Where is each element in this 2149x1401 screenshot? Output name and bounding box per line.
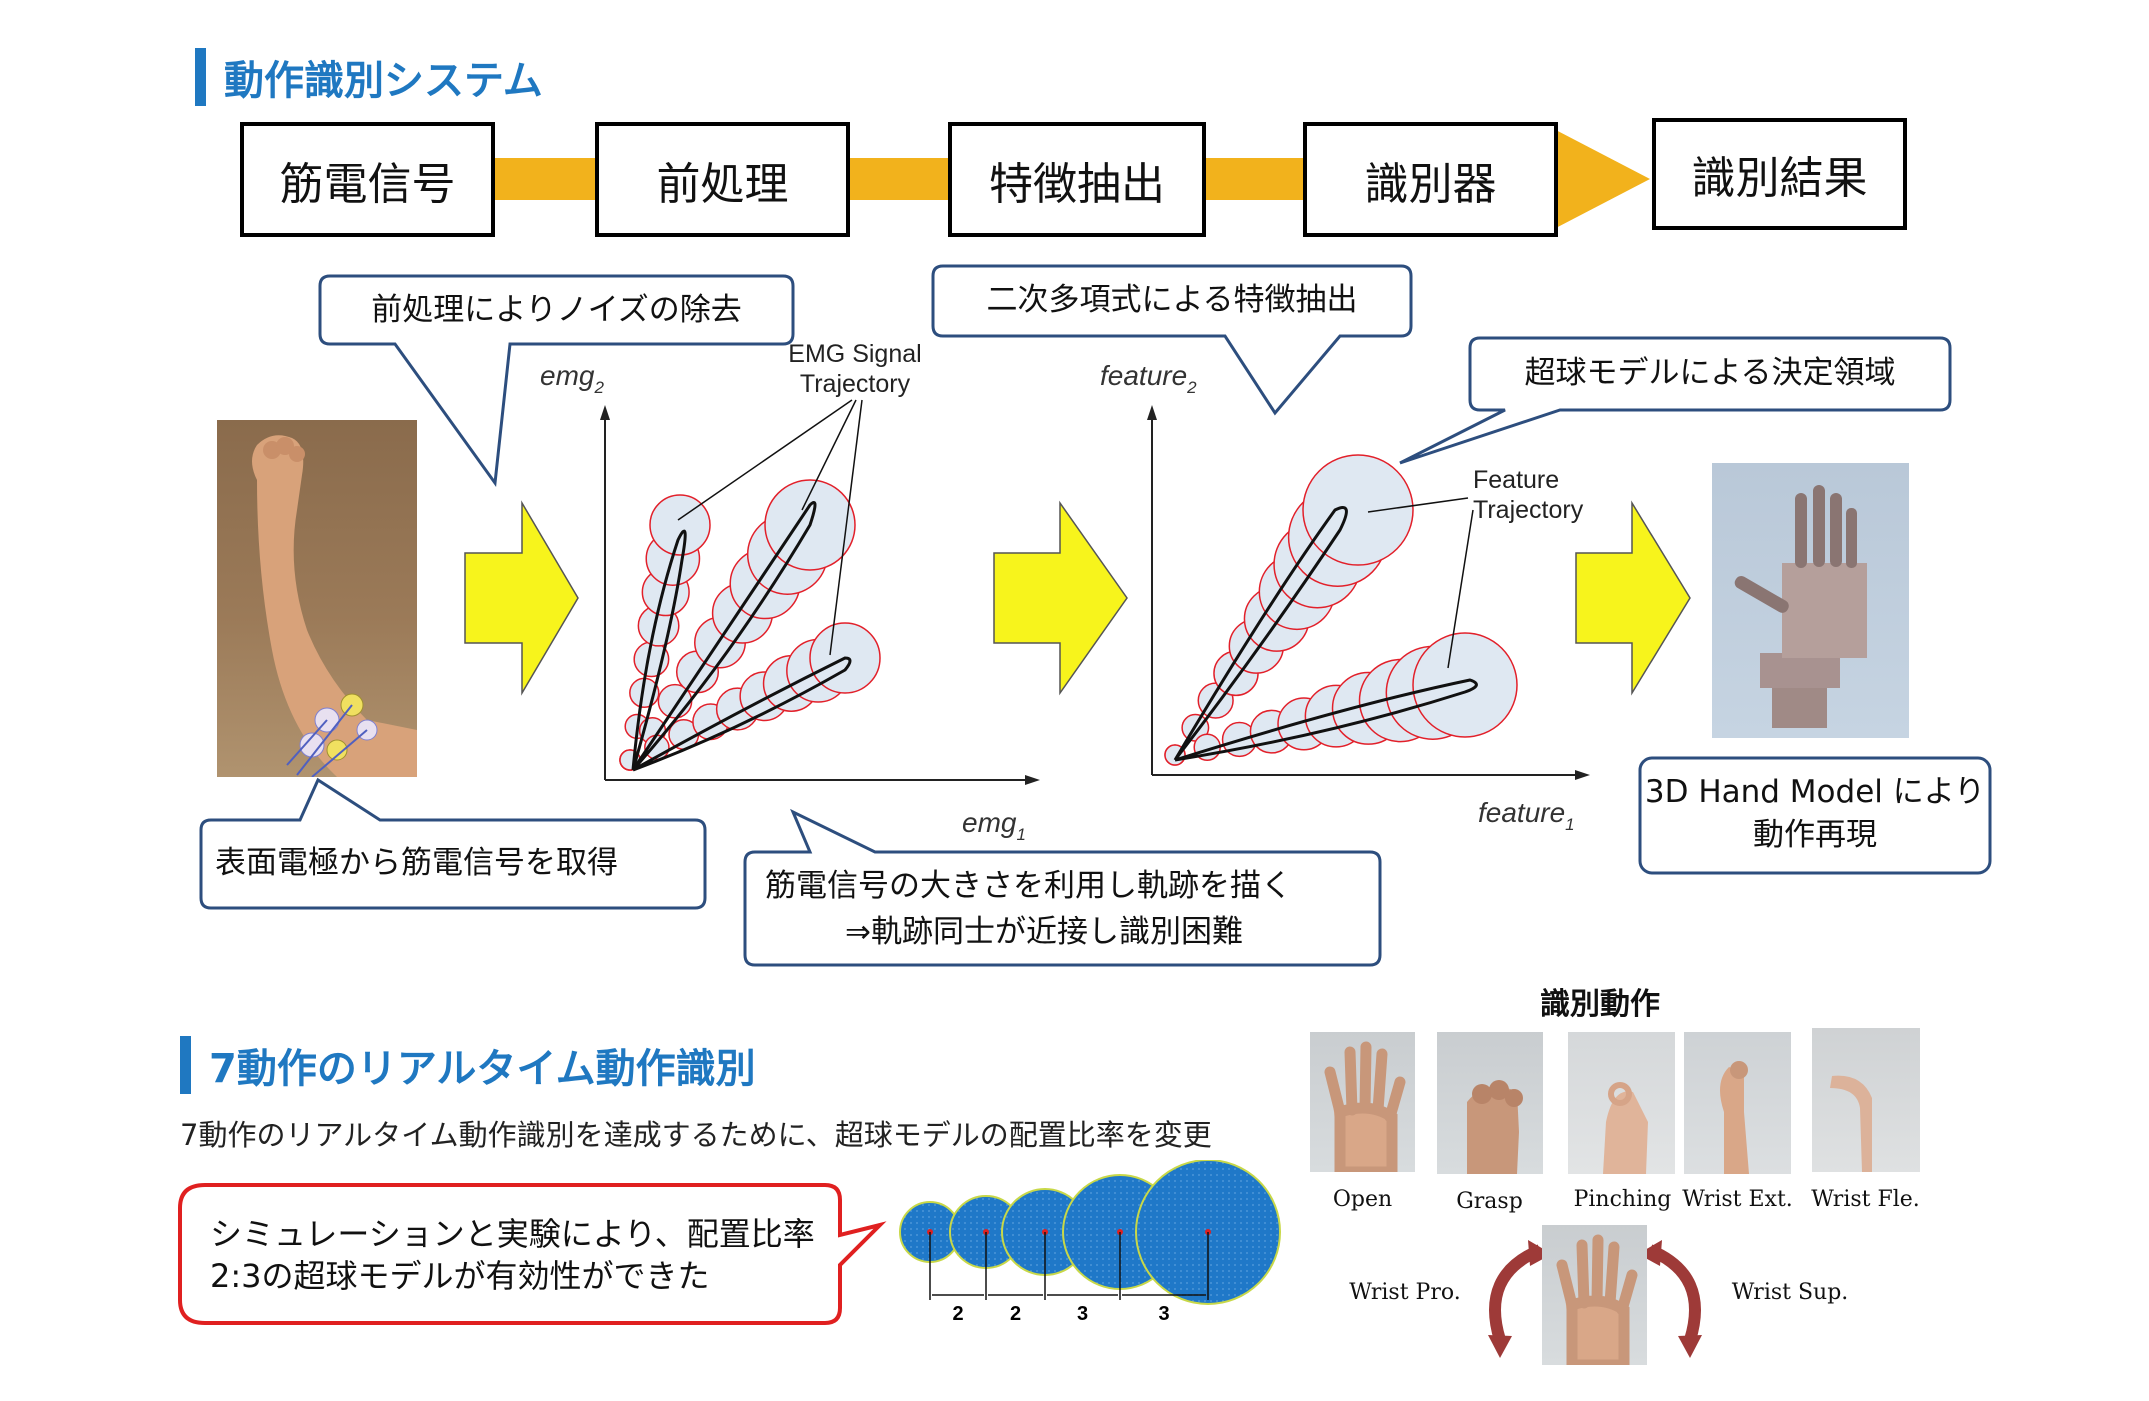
motion-photo-grasp: [1437, 1032, 1543, 1174]
feature-hyperspheres: [1164, 454, 1518, 766]
rotation-arrows: [1488, 1240, 1702, 1358]
ratio-dimensions: 2 2 3 3: [929, 1232, 1209, 1325]
feature-y-arrow: [1147, 405, 1157, 420]
motion-label-grasp: Grasp: [1456, 1189, 1523, 1214]
feature-xlabel: feature1: [1478, 797, 1575, 834]
ratio-sphere-diagram: 2 2 3 3: [899, 1160, 1281, 1325]
callout-preprocess-shape: [318, 274, 795, 488]
callout-hypersphere-shape: [1399, 336, 1952, 465]
feature-hypersphere: [1302, 454, 1414, 566]
big-arrow-1: [464, 500, 579, 696]
emg-ylabel: emg2: [540, 360, 604, 397]
motion-label-wrist-ext: Wrist Ext.: [1682, 1187, 1793, 1212]
motion-label-open: Open: [1332, 1187, 1393, 1212]
emg-annotation-leader: [801, 399, 857, 511]
callout-electrode: 表面電極から筋電信号を取得: [215, 845, 618, 881]
feature-annotation-leader: [1447, 509, 1474, 669]
callout-model-line2: 動作再現: [1753, 817, 1877, 853]
feature-x-arrow: [1575, 770, 1590, 780]
flow-step-classifier: 識別器: [1303, 122, 1558, 237]
result-callout-shape: [178, 1183, 887, 1325]
emg-hypersphere: [649, 494, 711, 556]
flow-step-label: 筋電信号: [279, 158, 456, 210]
callout-feature-shape: [931, 264, 1413, 416]
motion-label-wrist-fle: Wrist Fle.: [1811, 1187, 1920, 1212]
arm-electrode-photo: [217, 420, 417, 777]
feature-trajectory-1: [1173, 506, 1348, 761]
emg-trajectory-1: [631, 529, 687, 771]
callout-trajectory-line1: 筋電信号の大きさを利用し軌跡を描く: [765, 868, 1292, 904]
section-title-text: 7動作のリアルタイム動作識別: [209, 1046, 756, 1092]
big-arrow-3: [1575, 500, 1691, 696]
flow-step-preprocess: 前処理: [595, 122, 850, 237]
ratio-label: 2: [1010, 1303, 1021, 1325]
motion-photo-pinching: [1568, 1032, 1675, 1174]
feature-trajectory-plot: feature2 feature1 Feature Trajectory: [1100, 360, 1590, 834]
flow-step-label: 特徴抽出: [989, 158, 1165, 210]
flow-step-label: 識別器: [1364, 158, 1497, 210]
result-line2: 2:3の超球モデルが有効性ができた: [210, 1257, 710, 1295]
callout-model-shape: [1638, 756, 1992, 875]
motion-photo-wrist-ext: [1684, 1032, 1791, 1174]
feature-annotation-line1: Feature: [1473, 466, 1559, 494]
feature-ylabel: feature2: [1100, 360, 1197, 397]
emg-annotation-line1: EMG Signal: [788, 340, 921, 368]
emg-hyperspheres: [619, 479, 881, 771]
realtime-description: 7動作のリアルタイム動作識別を達成するために、超球モデルの配置比率を変更: [180, 1118, 1212, 1152]
flow-step-feature: 特徴抽出: [948, 122, 1206, 237]
ratio-spheres: [899, 1160, 1281, 1305]
motion-photo-rotation: [1542, 1225, 1647, 1365]
flow-step-label: 識別結果: [1691, 153, 1868, 204]
section-title-realtime: 7動作のリアルタイム動作識別: [180, 1036, 756, 1094]
motion-photo-wrist-fle: [1812, 1028, 1920, 1172]
flow-step-label: 前処理: [656, 158, 789, 210]
electrode-cluster: [286, 693, 378, 777]
feature-annotation-line2: Trajectory: [1473, 496, 1584, 524]
callout-trajectory-shape: [743, 808, 1382, 967]
motion-label-wrist-sup: Wrist Sup.: [1731, 1280, 1849, 1305]
motion-photo-open: [1310, 1032, 1415, 1172]
callout-feature: 二次多項式による特徴抽出: [986, 282, 1358, 318]
big-arrow-2: [993, 500, 1128, 696]
3d-hand-model-image: [1712, 463, 1909, 738]
emg-y-arrow: [600, 405, 610, 420]
ratio-label: 2: [952, 1303, 963, 1325]
3d-hand-drawing: [1734, 485, 1867, 728]
emg-annotation-leader: [829, 399, 863, 656]
section-title-marker: [180, 1036, 191, 1094]
feature-annotation-leader: [1367, 497, 1469, 513]
callout-model-line1: 3D Hand Model により: [1644, 774, 1986, 810]
section-title-marker: [195, 48, 206, 106]
motion-label-pinching: Pinching: [1573, 1187, 1672, 1212]
emg-trajectory-3: [632, 656, 852, 772]
flow-step-emg: 筋電信号: [240, 122, 495, 237]
big-arrows: [464, 500, 1691, 696]
emg-annotation-leader: [677, 399, 853, 521]
motions-title: 識別動作: [1540, 987, 1660, 1022]
emg-x-arrow: [1025, 775, 1040, 785]
flow-step-result: 識別結果: [1652, 118, 1907, 230]
section-title-system: 動作識別システム: [195, 48, 543, 106]
ratio-label: 3: [1158, 1303, 1169, 1325]
callout-hypersphere: 超球モデルによる決定領域: [1524, 355, 1896, 391]
callout-trajectory-line2: ⇒軌跡同士が近接し識別困難: [845, 914, 1243, 950]
feature-hypersphere: [1412, 632, 1518, 738]
motion-label-wrist-pro: Wrist Pro.: [1349, 1280, 1461, 1305]
feature-trajectory-2: [1174, 678, 1478, 762]
rotate-right-icon: [1647, 1244, 1701, 1342]
emg-trajectory-plot: emg2 emg1 EMG Signal Trajectory: [540, 340, 1040, 844]
result-line1: シミュレーションと実験により、配置比率: [210, 1215, 815, 1253]
emg-trajectory-2: [631, 501, 817, 771]
callout-preprocess: 前処理によりノイズの除去: [371, 292, 742, 328]
arm-drawing: [252, 435, 417, 777]
callout-electrode-shape: [199, 777, 707, 910]
ratio-label: 3: [1077, 1303, 1088, 1325]
emg-xlabel: emg1: [962, 807, 1026, 844]
emg-annotation-line2: Trajectory: [800, 370, 911, 398]
rotate-left-icon: [1489, 1244, 1543, 1342]
section-title-text: 動作識別システム: [224, 58, 543, 104]
callout-layer: [199, 264, 1992, 967]
flow-arrowhead: [1552, 128, 1650, 230]
